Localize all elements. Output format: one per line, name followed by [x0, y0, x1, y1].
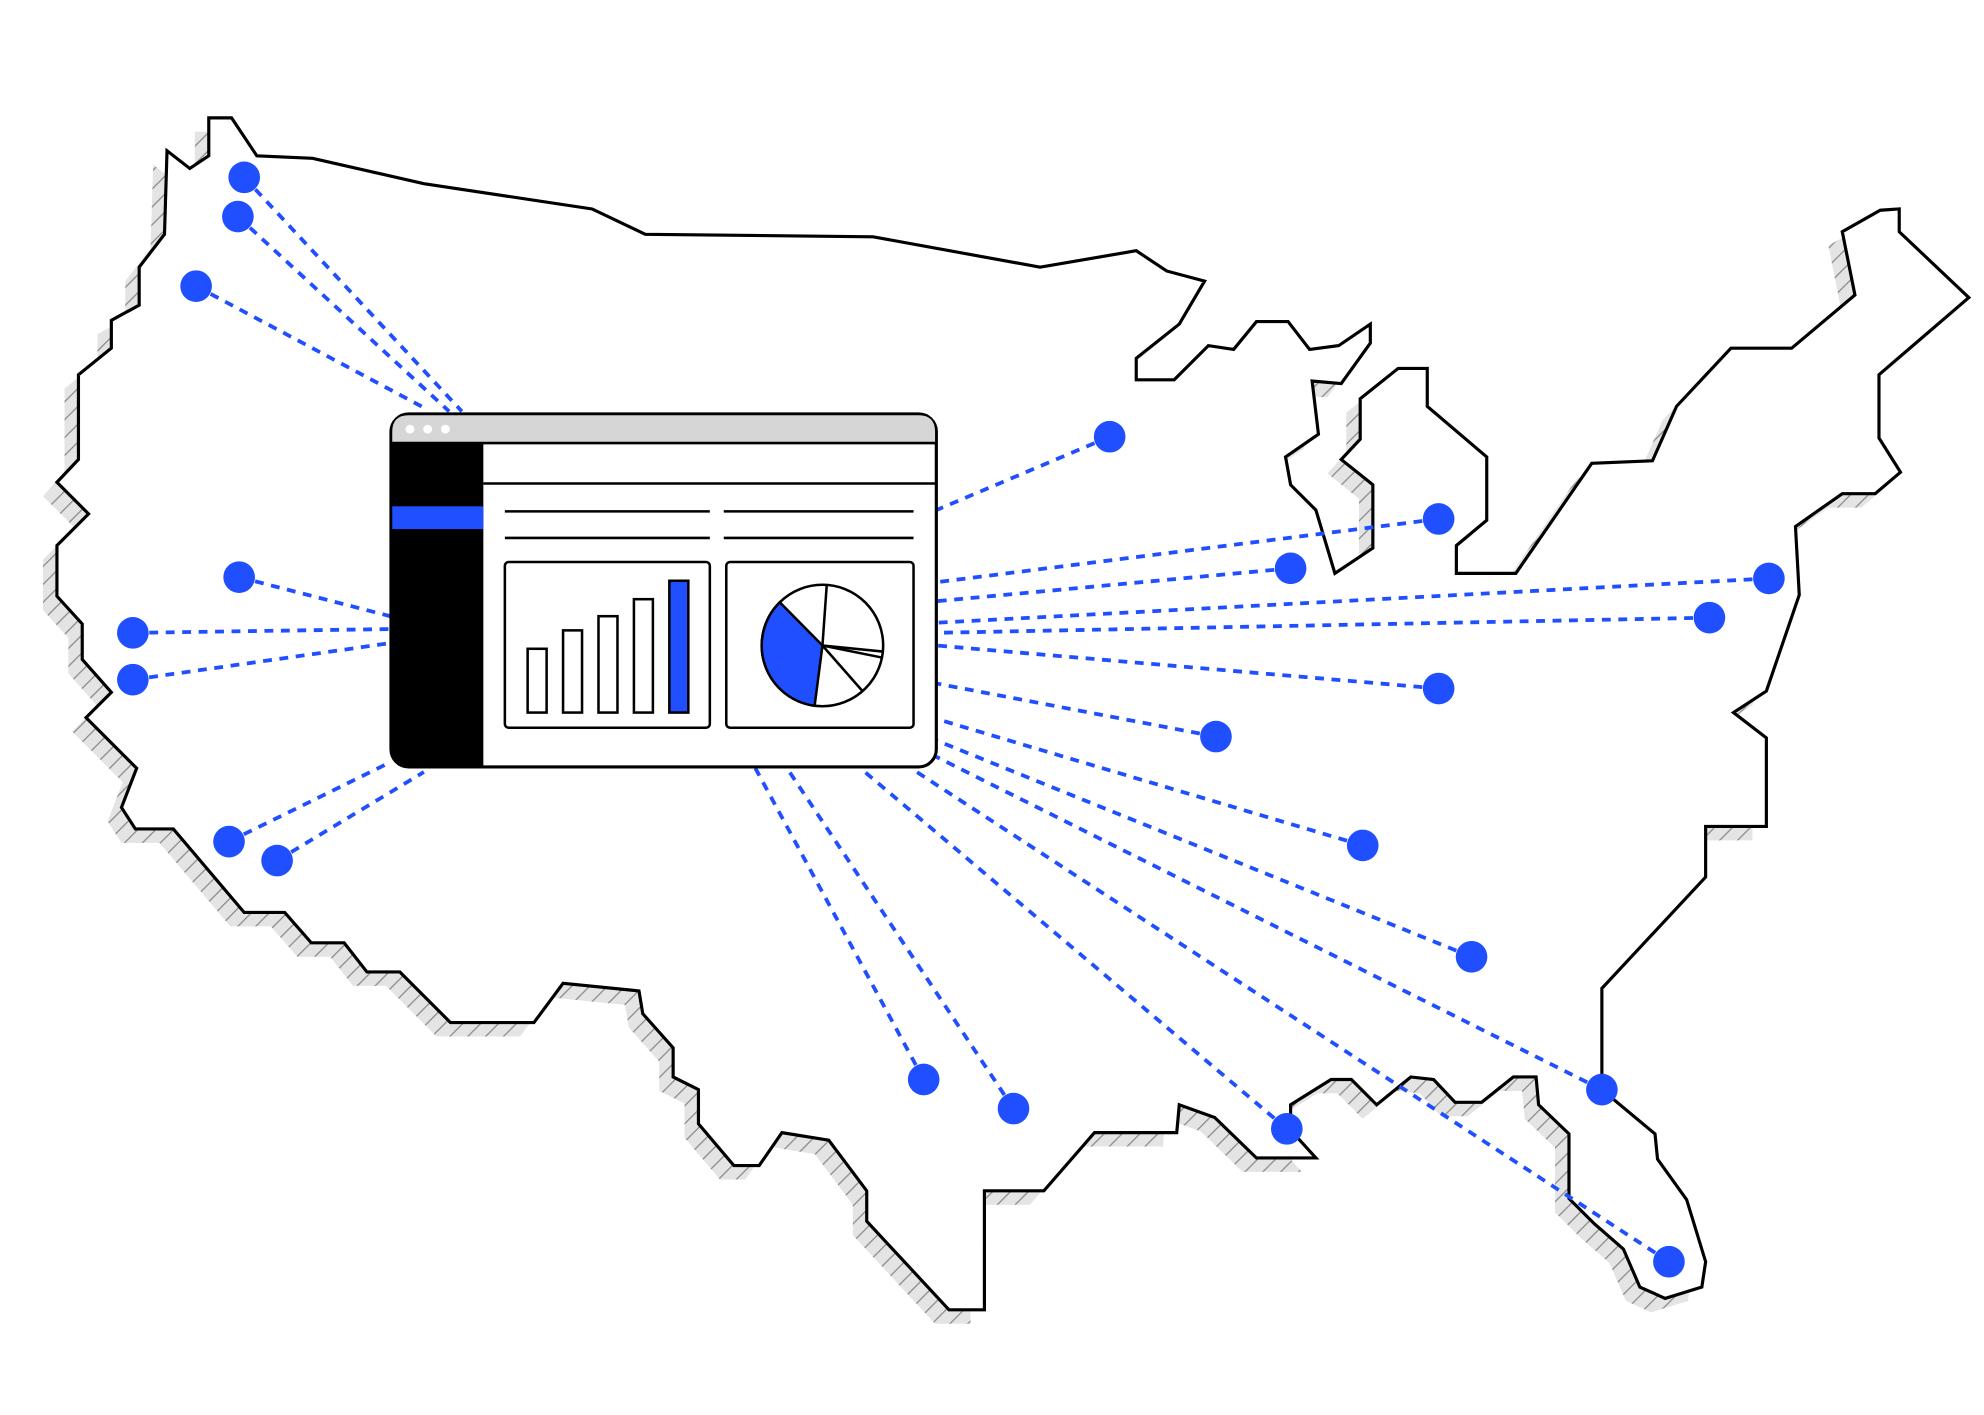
location-dot	[1200, 720, 1232, 753]
map-outline	[54, 116, 1972, 1312]
connection-line	[228, 760, 392, 844]
connection-line	[195, 284, 425, 410]
location-dot	[222, 200, 254, 233]
connection-lines	[132, 176, 1769, 1264]
location-dots	[117, 161, 1785, 1278]
us-map	[43, 116, 1972, 1324]
window-control-dot	[405, 424, 415, 434]
location-dot	[117, 617, 149, 649]
sidebar	[392, 443, 484, 766]
connection-line	[785, 767, 1016, 1110]
connection-line	[936, 615, 1710, 635]
location-dot	[1422, 672, 1455, 705]
pie-slice-divider	[821, 584, 829, 646]
location-dot	[1093, 420, 1126, 453]
window-control-dot	[423, 424, 433, 434]
location-dot	[1346, 829, 1379, 862]
bar	[561, 629, 584, 714]
connection-line	[276, 770, 425, 863]
connection-line	[935, 738, 1473, 959]
connection-line	[242, 176, 464, 413]
sidebar-active-item	[392, 506, 484, 530]
location-dot	[261, 844, 293, 877]
location-dot	[907, 1063, 940, 1096]
connection-line	[132, 641, 392, 682]
location-dot	[1271, 1113, 1303, 1145]
bar	[668, 579, 690, 714]
location-dot	[228, 161, 261, 194]
bar	[597, 614, 619, 714]
pie-slice-highlight	[760, 600, 824, 708]
connection-line	[936, 517, 1439, 585]
location-dot	[117, 663, 149, 696]
connection-line	[909, 766, 1670, 1264]
location-dot	[1586, 1073, 1618, 1106]
window-titlebar	[392, 415, 936, 444]
location-dot	[1753, 562, 1785, 595]
connection-line	[936, 643, 1439, 691]
location-dot	[1274, 552, 1307, 585]
connection-line	[936, 576, 1769, 625]
location-dot	[1653, 1245, 1685, 1278]
connection-line	[935, 434, 1111, 512]
location-dot	[997, 1092, 1030, 1125]
connection-line	[132, 627, 392, 635]
connection-line	[936, 566, 1291, 604]
location-dot	[180, 270, 212, 302]
dashboard-window	[389, 412, 938, 769]
bar	[526, 647, 548, 714]
window-control-dot	[440, 424, 450, 434]
location-dot	[1693, 601, 1726, 634]
pie-slice-divider	[822, 644, 884, 653]
location-dot	[223, 561, 255, 593]
location-dot	[1455, 940, 1488, 973]
bar-chart	[526, 579, 690, 714]
connection-line	[859, 766, 1289, 1131]
connection-line	[935, 681, 1217, 739]
text-lines	[504, 510, 914, 540]
pie-slice-divider	[821, 644, 864, 692]
connection-line	[935, 717, 1364, 848]
location-dot	[1422, 503, 1455, 535]
bar	[632, 597, 655, 714]
location-dot	[213, 825, 245, 858]
pie-chart	[760, 583, 885, 708]
